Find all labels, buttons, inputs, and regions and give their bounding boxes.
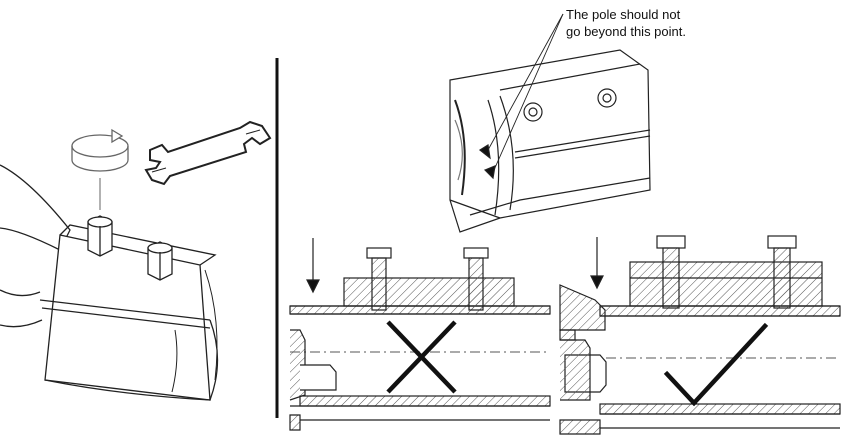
- clamp-body: [39, 224, 219, 401]
- clamp-assembly-illustration: [0, 120, 272, 401]
- down-arrow-icon: [306, 238, 320, 294]
- incorrect-installation-section: [289, 238, 551, 431]
- rotate-arrow-icon: [71, 128, 129, 210]
- callout-leader: [487, 13, 564, 171]
- check-mark-icon: [663, 322, 769, 407]
- cross-mark-icon: [386, 320, 457, 394]
- pole-outline: [0, 164, 71, 251]
- pole-limit-callout: The pole should not go beyond this point…: [566, 6, 766, 40]
- correct-installation-section: [559, 235, 841, 435]
- wrench-icon: [144, 120, 272, 186]
- clamp-nut-2: [147, 241, 173, 281]
- perspective-detail-illustration: [449, 49, 651, 233]
- callout-line-2: go beyond this point.: [566, 24, 686, 39]
- down-arrow-icon-2: [590, 237, 604, 290]
- callout-line-1: The pole should not: [566, 7, 681, 22]
- clamp-nut-1: [87, 215, 113, 257]
